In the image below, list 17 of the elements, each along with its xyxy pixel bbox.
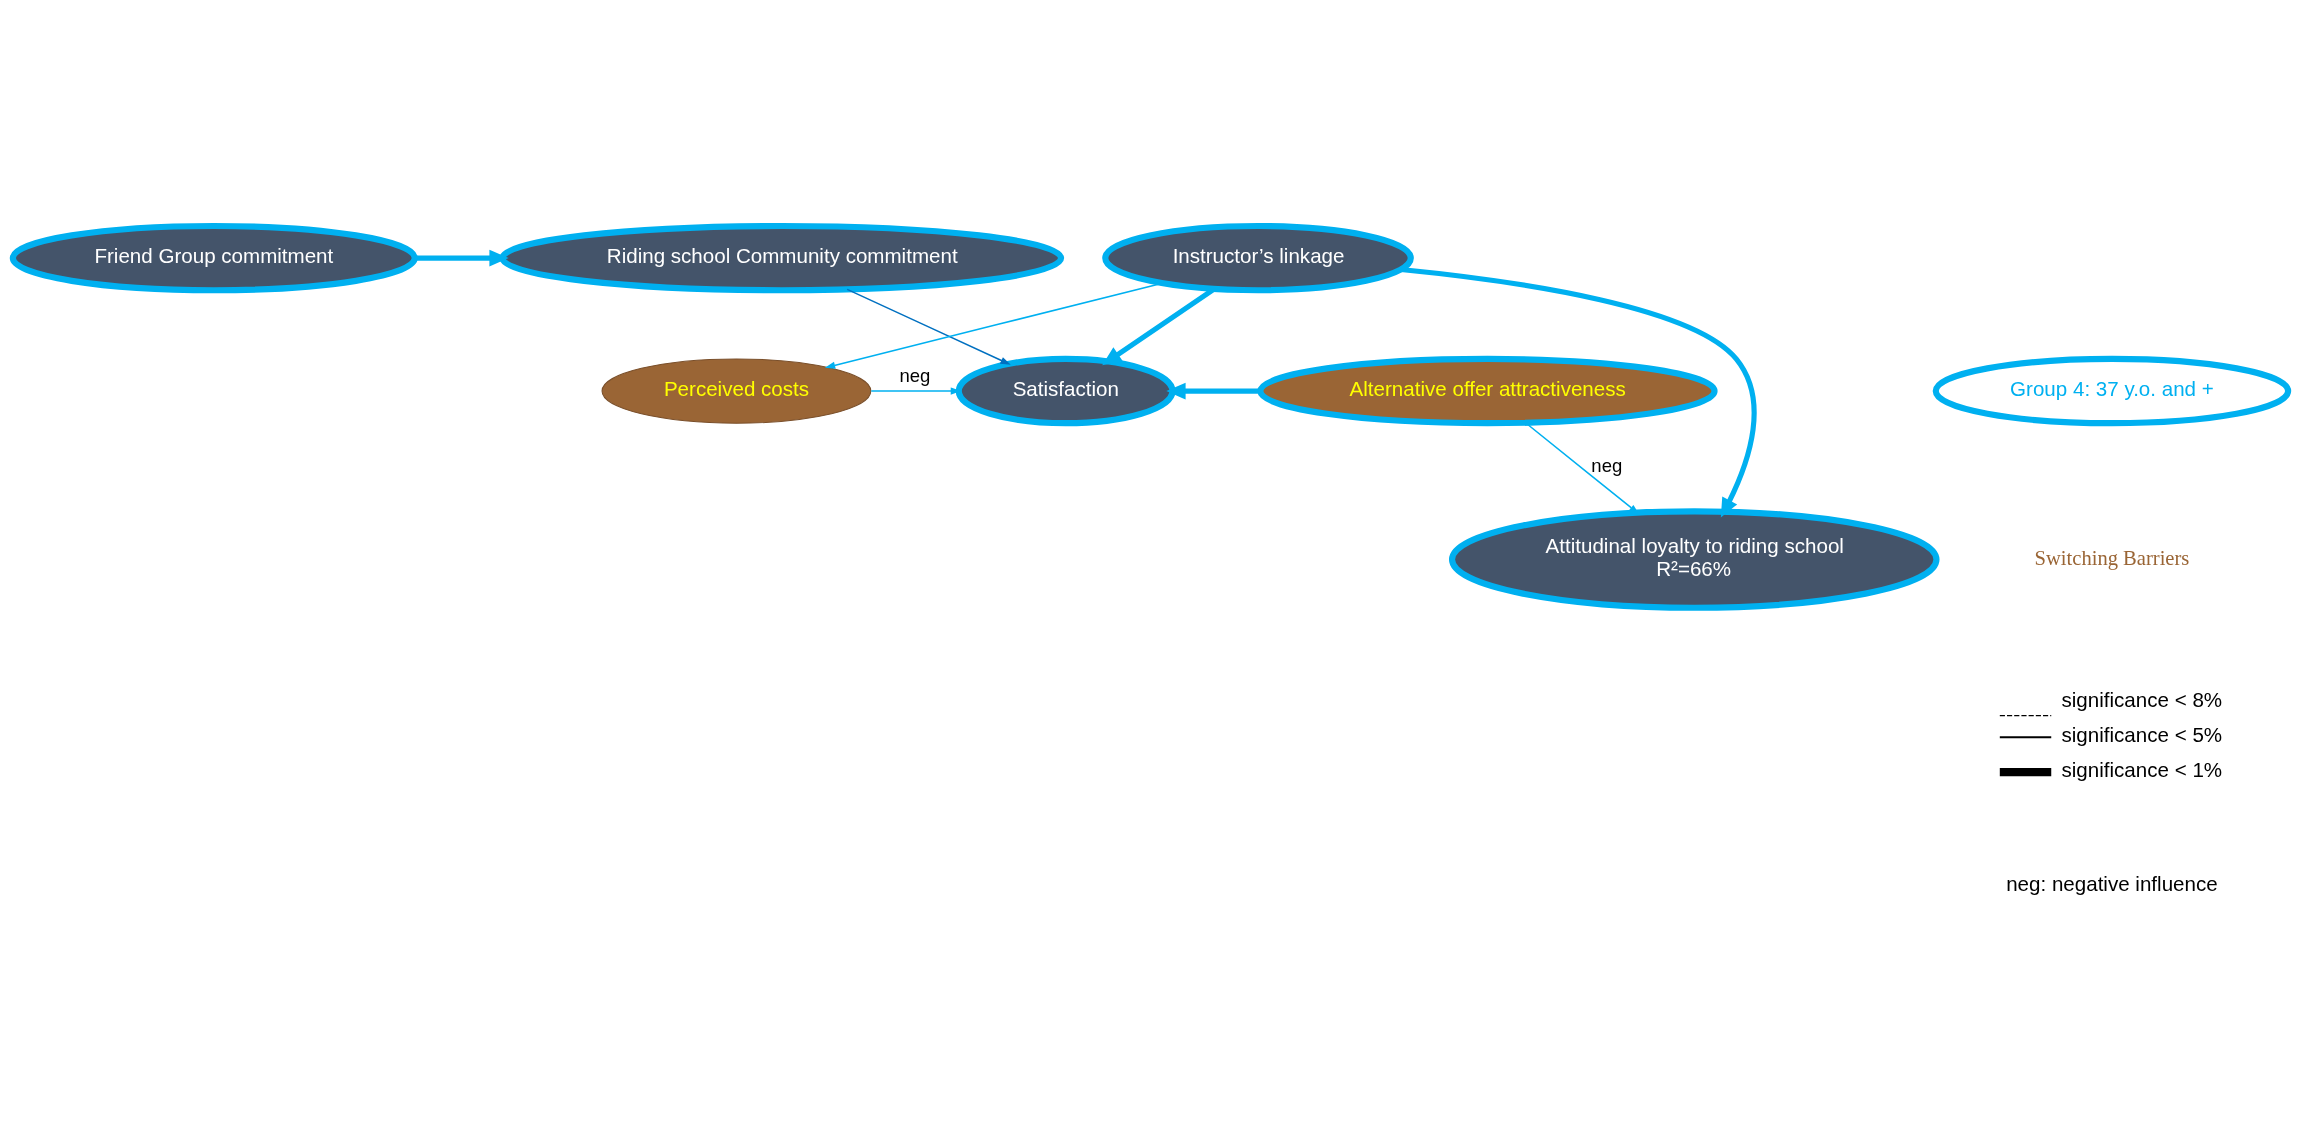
node-ellipse: Attitudinal loyalty to riding school R²=66% (1448, 508, 1940, 611)
arrow (1166, 382, 1261, 400)
label: Switching Barriers (2034, 546, 2190, 569)
edge-label: neg (899, 365, 931, 387)
arrow (846, 288, 1011, 365)
legend-label: significance < 1% (2061, 758, 2223, 782)
legend-label: significance < 5% (2061, 723, 2223, 747)
arrow (1400, 266, 1757, 518)
legend-label: significance < 8% (2061, 688, 2223, 712)
node-ellipse: Riding school Community commitment (499, 222, 1065, 294)
node-ellipse: Group 4: 37 y.o. and + (1932, 355, 2292, 427)
node-ellipse: Friend Group commitment (9, 222, 418, 294)
node-ellipse: Instructor’s linkage (1102, 222, 1414, 294)
edge-label: neg (1591, 454, 1623, 476)
arrow (414, 249, 509, 267)
node-ellipse: Alternative offer attractiveness (1257, 355, 1718, 427)
label: neg: negative influence (2006, 871, 2218, 895)
